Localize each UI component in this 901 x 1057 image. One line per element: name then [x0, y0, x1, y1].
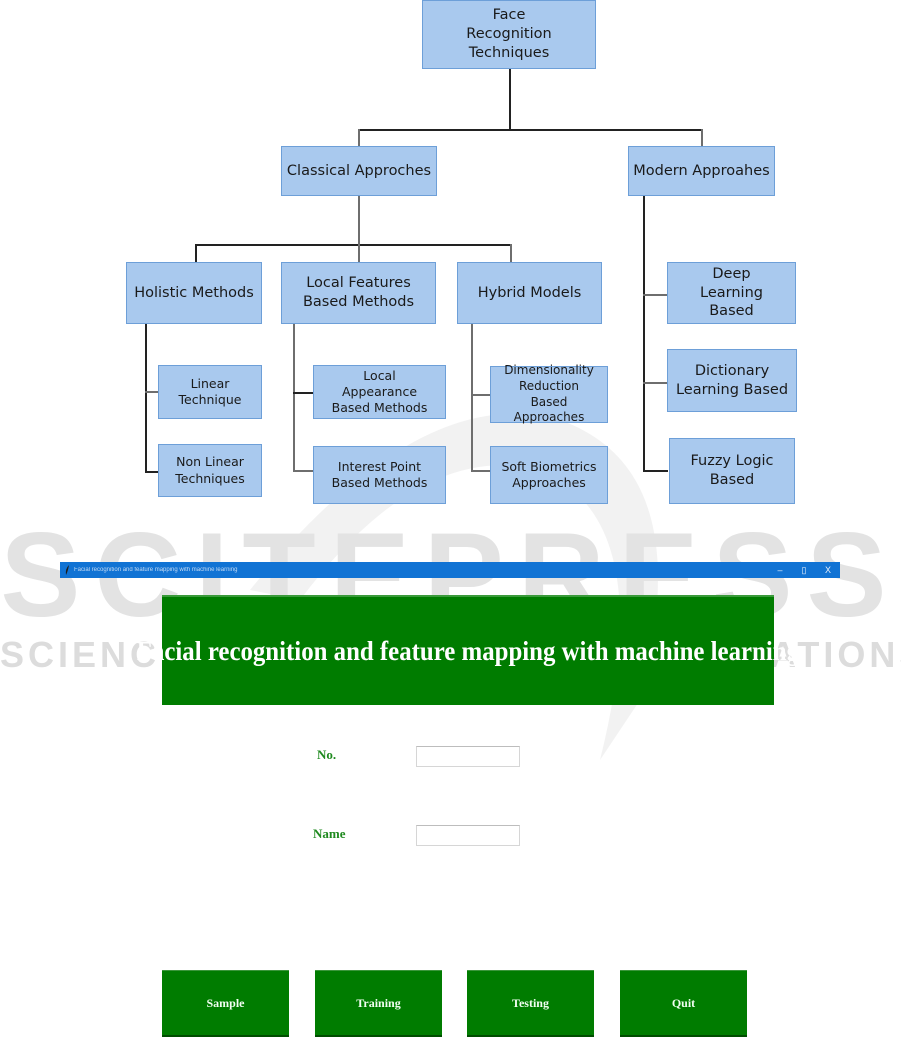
connector	[509, 68, 511, 130]
connector	[643, 294, 668, 296]
connector	[145, 323, 147, 472]
banner-title: Facial recognition and feature mapping w…	[136, 635, 800, 666]
connector	[643, 382, 668, 384]
node-soft-biometrics: Soft Biometrics Approaches	[490, 446, 608, 504]
node-classical-approaches: Classical Approches	[281, 146, 437, 196]
node-non-linear-techniques: Non Linear Techniques	[158, 444, 262, 497]
node-deep-learning: Deep Learning Based	[667, 262, 796, 324]
maximize-button[interactable]: ▯	[801, 564, 807, 575]
quit-button[interactable]: Quit	[620, 970, 747, 1037]
name-input[interactable]	[416, 825, 520, 846]
app-banner: Facial recognition and feature mapping w…	[137, 595, 799, 705]
connector	[701, 129, 703, 147]
connector	[293, 392, 313, 394]
node-root: Face Recognition Techniques	[422, 0, 596, 69]
node-local-appearance: Local Appearance Based Methods	[313, 365, 446, 419]
node-fuzzy-logic: Fuzzy Logic Based	[669, 438, 795, 504]
node-linear-technique: Linear Technique	[158, 365, 262, 419]
connector	[358, 244, 360, 262]
connector	[293, 470, 313, 472]
connector	[643, 470, 668, 472]
connector	[643, 195, 645, 471]
connector	[471, 323, 473, 471]
close-button[interactable]: X	[824, 565, 831, 575]
connector	[293, 323, 295, 471]
connector	[358, 129, 360, 147]
connector	[145, 471, 159, 473]
node-local-features: Local Features Based Methods	[281, 262, 436, 324]
connector	[358, 195, 360, 245]
sample-button[interactable]: Sample	[162, 970, 289, 1037]
testing-button[interactable]: Testing	[467, 970, 594, 1037]
training-button[interactable]: Training	[315, 970, 442, 1037]
node-dimensionality-reduction: Dimensionality Reduction Based Approache…	[490, 363, 608, 424]
node-hybrid-models: Hybrid Models	[457, 262, 602, 324]
node-dictionary-learning: Dictionary Learning Based	[667, 349, 797, 412]
connector	[358, 129, 701, 131]
minimize-button[interactable]: –	[777, 565, 783, 575]
name-label: Name	[313, 826, 346, 841]
connector	[471, 394, 491, 396]
number-input[interactable]	[416, 746, 520, 767]
app-feather-icon	[64, 565, 70, 575]
connector	[145, 391, 159, 393]
connector	[195, 244, 197, 262]
node-holistic-methods: Holistic Methods	[126, 262, 262, 324]
connector	[510, 244, 512, 262]
number-label: No.	[317, 747, 337, 762]
window-titlebar[interactable]: Facial recognition and feature mapping w…	[60, 562, 840, 578]
node-interest-point: Interest Point Based Methods	[313, 446, 446, 504]
connector	[471, 470, 491, 472]
node-modern-approaches: Modern Approahes	[628, 146, 775, 196]
window-title: Facial recognition and feature mapping w…	[74, 567, 238, 573]
connector	[195, 244, 511, 246]
